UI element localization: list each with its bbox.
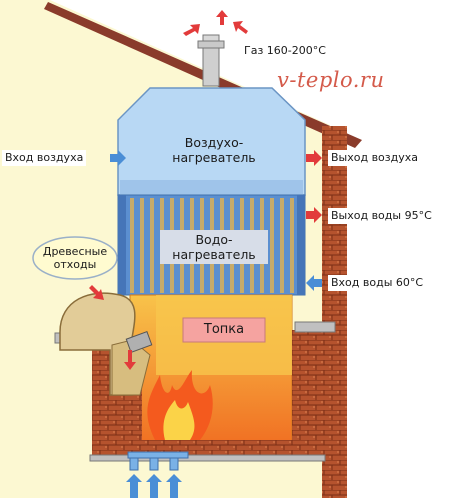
gas-out-label: Газ 160-200°С <box>241 43 329 59</box>
wood-waste-label: Древесные отходы <box>33 245 117 271</box>
feed-arrow <box>124 350 136 370</box>
firebox-label-box <box>182 317 266 343</box>
air-heater-line1: Воздухо- <box>184 135 244 150</box>
water-in-arrow <box>306 275 322 291</box>
watermark: v-teplo.ru <box>277 68 385 92</box>
gas-exhaust-arrows <box>183 10 248 36</box>
air-out-arrow <box>306 150 322 166</box>
brick-wall-right <box>322 126 347 498</box>
air-in-label: Вход воздуха <box>2 150 87 166</box>
air-heater-label: Воздухо- нагреватель <box>160 135 268 165</box>
water-in-label: Вход воды 60°С <box>328 275 427 291</box>
water-heater-label: Водо- нагреватель <box>160 230 268 264</box>
firebox-label: Топка <box>203 322 245 337</box>
air-intake-arrows <box>126 474 182 498</box>
water-out-label: Выход воды 95°С <box>328 208 435 224</box>
water-heater-line1: Водо- <box>195 232 233 247</box>
water-out-arrow <box>306 207 322 223</box>
wood-waste-line1: Древесные <box>42 245 108 258</box>
water-heater-section <box>117 194 306 296</box>
wood-waste-bubble <box>32 236 118 280</box>
flame-icon <box>147 370 213 440</box>
wood-waste-line2: отходы <box>53 258 97 271</box>
water-heater-line2: нагреватель <box>172 247 256 262</box>
air-in-arrow <box>110 150 126 166</box>
air-out-label: Выход воздуха <box>328 150 422 166</box>
air-blower <box>127 451 189 471</box>
wood-waste-arrow <box>89 285 104 300</box>
chimney <box>197 34 225 87</box>
air-heater-line2: нагреватель <box>172 150 256 165</box>
